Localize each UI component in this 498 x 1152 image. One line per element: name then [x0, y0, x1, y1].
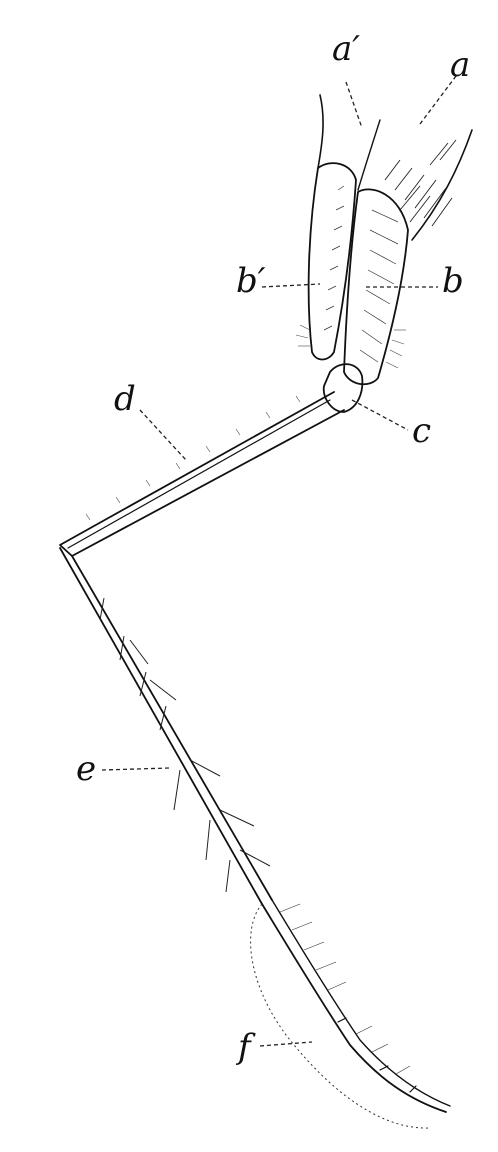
label-a: a	[450, 45, 470, 85]
tibia-e	[59, 547, 273, 905]
label-f: f	[235, 1027, 256, 1067]
label-c: c	[412, 411, 431, 451]
leader-lines	[101, 75, 457, 1047]
femur-d	[59, 391, 345, 557]
label-b-prime: b′	[236, 261, 266, 301]
coxa-b	[295, 188, 409, 386]
label-d: d	[114, 379, 136, 419]
trochanter-c	[322, 363, 364, 413]
label-e: e	[76, 749, 96, 789]
coxa-b-prime	[307, 162, 357, 361]
body-segment-a	[317, 94, 473, 241]
label-b: b	[442, 261, 464, 301]
label-a-prime: a′	[332, 29, 360, 69]
tarsus-f	[250, 899, 451, 1129]
